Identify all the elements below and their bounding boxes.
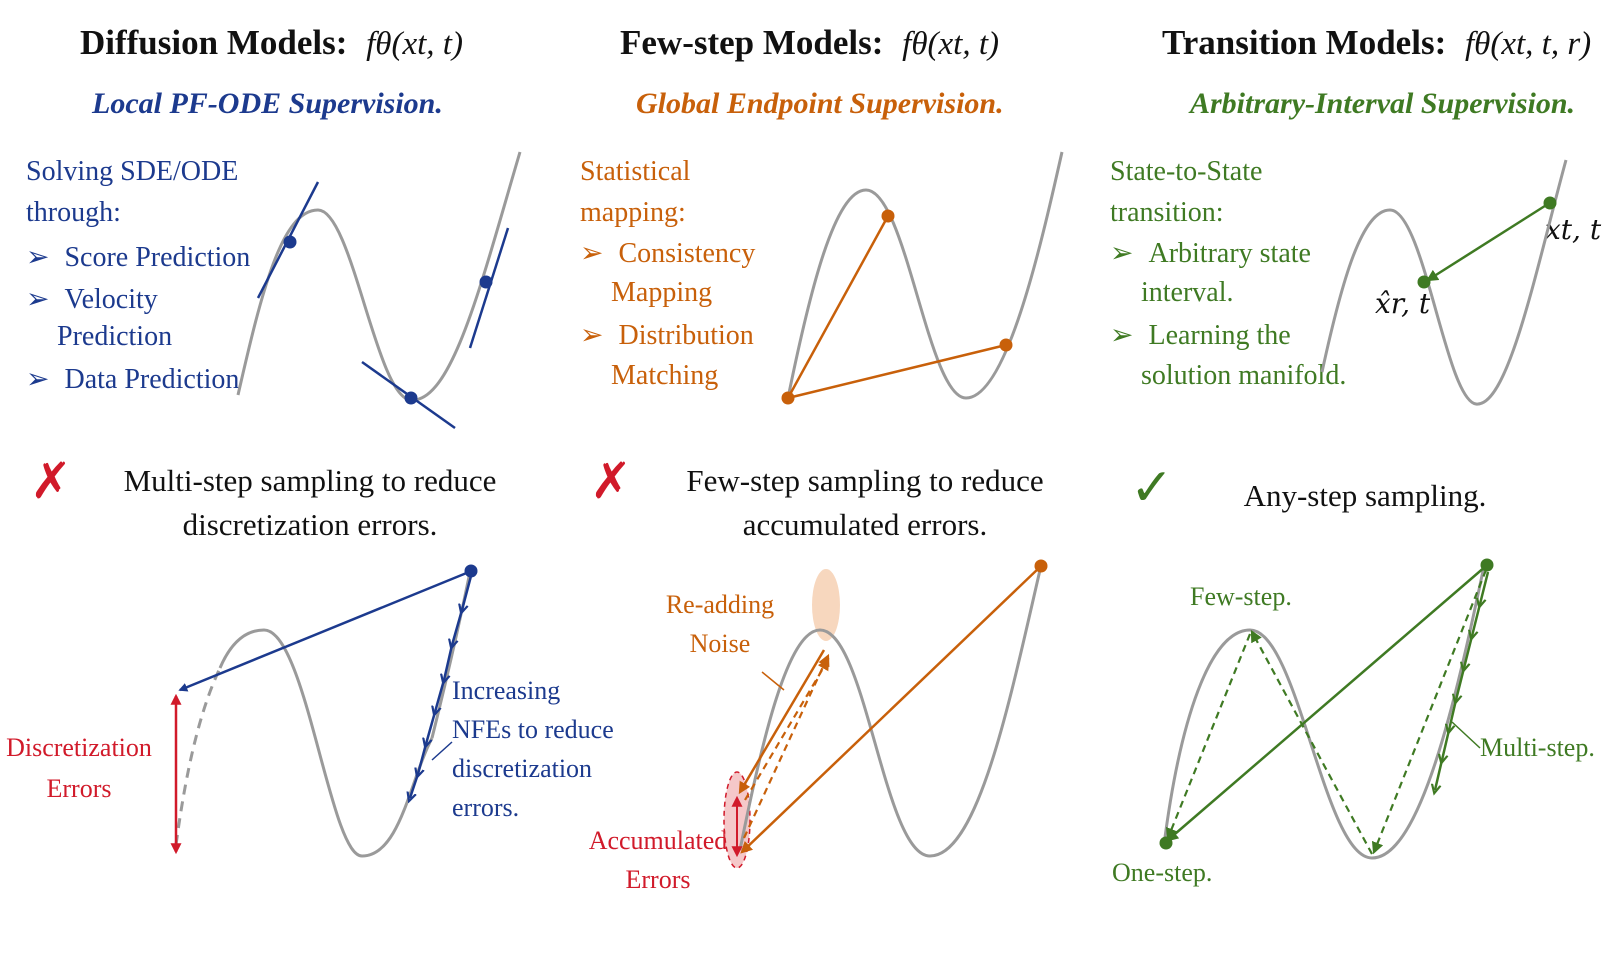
diffusion-bullet-velocity: ➢ Velocity — [26, 284, 158, 315]
nfes-label-4: errors. — [452, 793, 520, 822]
diffusion-title: Diffusion Models: fθ(xt, t) — [80, 23, 463, 62]
tangent-point-velocity — [479, 275, 493, 289]
tangent-line-velocity — [468, 227, 510, 349]
transition-bullet-arbitrary: ➢ Arbitrary state — [1110, 238, 1311, 269]
arrowhead-bullet-icon: ➢ — [580, 238, 604, 269]
nfes-pointer-line — [431, 741, 453, 761]
green-check-icon: ✓ — [1130, 458, 1174, 518]
multi-step-pointer-line — [1451, 721, 1481, 749]
transition-bullet-learning-cont: solution manifold. — [1141, 360, 1347, 391]
state-transition-arrow — [1425, 202, 1549, 282]
transition-top-curve — [1320, 159, 1568, 406]
tangent-point-score — [283, 235, 297, 249]
single-large-step-arrow — [178, 570, 470, 692]
tangent-line-data — [361, 360, 456, 430]
accumulated-errors-label-1: Accumulated — [588, 826, 728, 855]
denoise-arrow — [738, 649, 826, 795]
fewstep-bullet-distribution-cont: Matching — [611, 360, 719, 391]
readd-noise-arrow-1 — [743, 653, 830, 839]
fewstep-bullet-consistency-cont: Mapping — [611, 277, 713, 308]
endpoint-peak — [881, 209, 895, 223]
diffusion-top-curve — [236, 151, 522, 402]
diffusion-intro-line-1: Solving SDE/ODE — [26, 156, 239, 187]
arrowhead-bullet-icon: ➢ — [1110, 238, 1134, 269]
transition-intro-line-1: State-to-State — [1110, 156, 1263, 187]
readding-noise-label-2: Noise — [689, 629, 751, 658]
xt-label: xt, t — [1545, 213, 1602, 246]
diffusion-subtitle: Local PF-ODE Supervision. — [92, 87, 443, 120]
discretization-errors-label-1: Discretization — [6, 733, 152, 762]
fewstep-bullet-distribution: ➢ Distribution — [580, 320, 754, 351]
transition-bullet-learning: ➢ Learning the — [1110, 320, 1291, 351]
transition-verdict: Any-step sampling. — [1243, 478, 1487, 513]
fewstep-title: Few-step Models: fθ(xt, t) — [620, 23, 999, 62]
arrowhead-bullet-icon: ➢ — [1110, 320, 1134, 351]
multi-step-label: Multi-step. — [1480, 733, 1595, 762]
diffusion-verdict-line-1: Multi-step sampling to reduce — [123, 463, 497, 498]
noise-pointer-line — [761, 671, 785, 691]
arrowhead-bullet-icon: ➢ — [26, 284, 50, 315]
few-step-arrow-2 — [1250, 629, 1373, 855]
noise-highlight — [812, 569, 840, 641]
one-step-end-point — [1159, 836, 1173, 850]
distribution-matching-line — [787, 343, 1007, 400]
fewstep-intro-line-2: mapping: — [580, 197, 686, 228]
accumulated-errors-label-2: Errors — [625, 865, 691, 894]
fewstep-formula: fθ(xt, t) — [902, 26, 999, 62]
diffusion-intro-line-2: through: — [26, 197, 121, 228]
few-step-arrow-3 — [1166, 633, 1252, 841]
one-step-label: One-step. — [1112, 858, 1213, 887]
state-point-xt — [1543, 196, 1557, 210]
transition-formula: fθ(xt, t, r) — [1464, 26, 1592, 62]
xr-hat-label: x̂r, t — [1375, 287, 1431, 320]
endpoint-origin — [781, 391, 795, 405]
tangent-line-score — [256, 181, 320, 299]
fewstep-subtitle: Global Endpoint Supervision. — [636, 87, 1004, 120]
transition-intro-line-2: transition: — [1110, 197, 1224, 228]
diffusion-start-point — [464, 564, 478, 578]
readd-noise-arrow-2 — [744, 657, 830, 801]
consistency-mapping-line — [786, 215, 890, 399]
fewstep-top-curve — [786, 151, 1064, 400]
diffusion-bullet-velocity-cont: Prediction — [57, 321, 173, 352]
tangent-point-data — [404, 391, 418, 405]
fewstep-intro-line-1: Statistical — [580, 156, 691, 187]
diffusion-bottom-curve — [218, 628, 434, 858]
fewstep-verdict-line-2: accumulated errors. — [742, 507, 988, 542]
arrowhead-bullet-icon: ➢ — [26, 364, 50, 395]
diffusion-formula: fθ(xt, t) — [366, 26, 463, 62]
red-cross-icon: ✗ — [590, 452, 632, 510]
transition-subtitle: Arbitrary-Interval Supervision. — [1190, 87, 1576, 120]
nfes-label-2: NFEs to reduce — [452, 715, 614, 744]
nfes-label-1: Increasing — [452, 676, 561, 705]
red-cross-icon: ✗ — [30, 452, 72, 510]
endpoint-trough — [999, 338, 1013, 352]
diffusion-bullet-data: ➢ Data Prediction — [26, 364, 240, 395]
diffusion-bottom-curve-extension — [430, 571, 472, 739]
diffusion-bullet-score: ➢ Score Prediction — [26, 242, 251, 273]
transition-title: Transition Models: fθ(xt, t, r) — [1162, 23, 1592, 62]
nfes-label-3: discretization — [452, 754, 593, 783]
transition-bullet-arbitrary-cont: interval. — [1141, 277, 1234, 308]
few-step-label: Few-step. — [1190, 582, 1292, 611]
transition-start-point — [1480, 558, 1494, 572]
readding-noise-label-1: Re-adding — [665, 590, 775, 619]
discretization-errors-label-2: Errors — [46, 774, 112, 803]
diffusion-verdict-line-2: discretization errors. — [182, 507, 438, 542]
arrowhead-bullet-icon: ➢ — [26, 242, 50, 273]
fewstep-verdict-line-1: Few-step sampling to reduce — [686, 463, 1044, 498]
arrowhead-bullet-icon: ➢ — [580, 320, 604, 351]
diffusion-bottom-curve-dashed — [174, 667, 222, 846]
fewstep-bullet-consistency: ➢ Consistency — [580, 238, 756, 269]
fewstep-start-point — [1034, 559, 1048, 573]
few-step-arrow-1 — [1371, 569, 1488, 855]
